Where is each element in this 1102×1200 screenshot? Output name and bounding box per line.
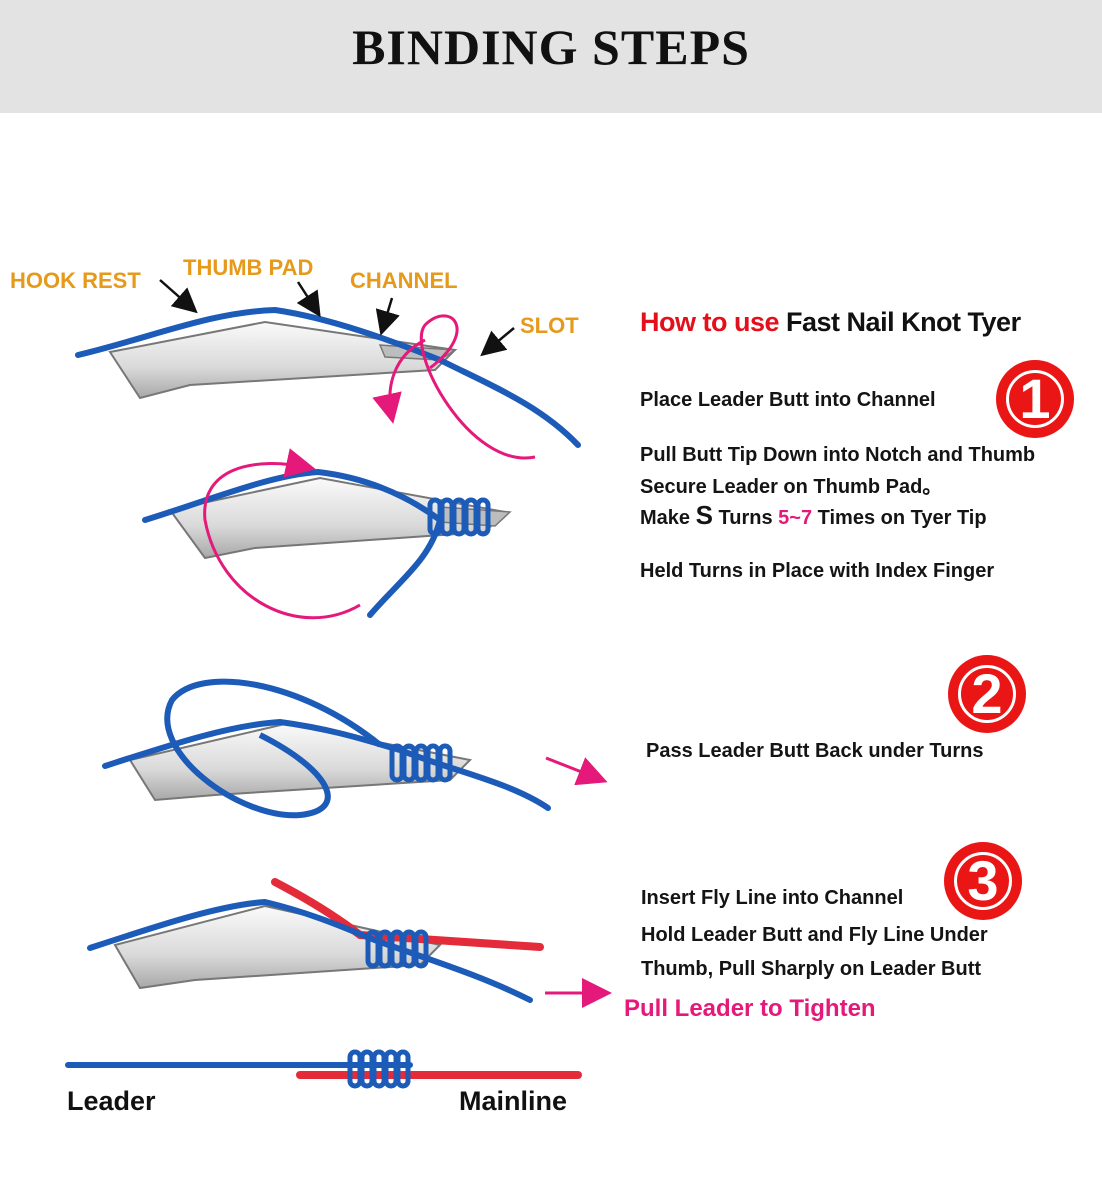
- turns-coil-2: [427, 497, 491, 537]
- turns-coil-finished: [347, 1049, 411, 1089]
- finished-knot: [65, 1049, 582, 1089]
- turns-coil-3: [389, 743, 453, 783]
- arrow-down-1: [372, 338, 426, 424]
- leader-line-1: [75, 306, 581, 448]
- pointer-hook-rest: [159, 279, 198, 314]
- step-badge-2: 2: [948, 655, 1026, 733]
- leader-big-loop-3: [164, 678, 382, 819]
- leader-slot-loop-1: [419, 314, 536, 460]
- loop-arrow-2: [203, 448, 361, 620]
- howto-prefix: How to use: [640, 307, 780, 337]
- step3-pull: Pull Leader to Tighten: [624, 995, 876, 1022]
- leader-line-3: [102, 718, 551, 811]
- tool-body-1: [108, 320, 458, 400]
- step1-line5: Held Turns in Place with Index Finger: [640, 560, 995, 582]
- label-slot: SLOT: [520, 313, 579, 338]
- howto-product: Fast Nail Knot Tyer: [786, 307, 1021, 337]
- step2-line1: Pass Leader Butt Back under Turns: [646, 740, 984, 762]
- step-badge-3: 3: [944, 842, 1022, 920]
- figure-4-tighten: [87, 878, 612, 1008]
- turns-coil-4: [365, 929, 429, 969]
- step1-line1: Place Leader Butt into Channel: [640, 389, 936, 411]
- label-thumb-pad: THUMB PAD: [183, 255, 314, 280]
- step3-line2: Hold Leader Butt and Fly Line Under: [641, 924, 988, 946]
- label-mainline: Mainline: [459, 1086, 568, 1116]
- figure-3-pass-back: [102, 678, 608, 819]
- header-bar: BINDING STEPS: [0, 0, 1102, 113]
- pointer-thumb-pad: [296, 281, 321, 318]
- step3-line3: Thumb, Pull Sharply on Leader Butt: [641, 958, 982, 980]
- label-hook-rest: HOOK REST: [10, 268, 141, 293]
- step-badge-1: 1: [996, 360, 1074, 438]
- step1-line2: Pull Butt Tip Down into Notch and Thumb: [640, 444, 1036, 466]
- howto-heading: How to use Fast Nail Knot Tyer: [640, 307, 1021, 338]
- pull-arrow-3: [545, 756, 608, 786]
- leader-line-2: [142, 468, 444, 618]
- pointer-channel: [375, 297, 400, 336]
- page-title: BINDING STEPS: [352, 19, 750, 75]
- pointer-slot: [480, 327, 515, 357]
- leader-line-4: [87, 898, 533, 1003]
- figure-2-make-turns: [142, 448, 512, 620]
- step3-line1: Insert Fly Line into Channel: [641, 887, 904, 909]
- figure-1-place-leader: [75, 279, 581, 460]
- step1-line4: Make S Turns 5~7 Times on Tyer Tip: [640, 500, 987, 530]
- step1-line3: Secure Leader on Thumb Pad。: [640, 476, 943, 498]
- label-leader: Leader: [67, 1086, 156, 1116]
- label-channel: CHANNEL: [350, 268, 458, 293]
- knot-tyer-diagram: [65, 279, 612, 1089]
